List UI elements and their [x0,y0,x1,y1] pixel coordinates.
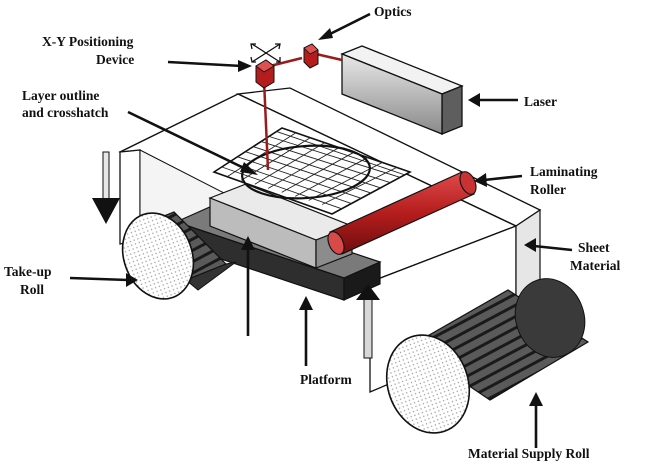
label-laminating-line2: Roller [530,182,566,197]
label-laser: Laser [524,94,557,109]
label-takeup-line2: Roll [20,282,44,297]
laser-unit [340,45,464,135]
label-platform: Platform [300,372,352,387]
material-supply-roll [385,278,590,434]
label-layer-line1: Layer outline [22,88,99,103]
crosshatch-grid [212,127,412,215]
label-optics: Optics [374,4,412,19]
laminating-roller [327,171,477,255]
label-material-supply-roll: Material Supply Roll [468,446,590,461]
label-takeup-line1: Take-up [4,264,52,279]
xy-movement-arrows [250,43,281,63]
label-layer-line2: and crosshatch [22,105,109,120]
optics-mirror [303,43,319,69]
label-sheet-line2: Material [570,258,620,273]
sheet-feed-arrow [356,284,380,359]
xy-positioning-device [255,59,275,89]
label-laminating-line1: Laminating [530,164,598,179]
label-sheet-line1: Sheet [578,240,610,255]
label-xy-line2: Device [96,52,134,67]
take-up-roll [121,211,237,300]
laser-beam-path [262,52,343,171]
leader-arrows [69,12,573,448]
layer-outline [241,144,371,200]
label-xy-line1: X-Y Positioning [42,34,134,49]
takeup-down-arrow [92,151,120,224]
